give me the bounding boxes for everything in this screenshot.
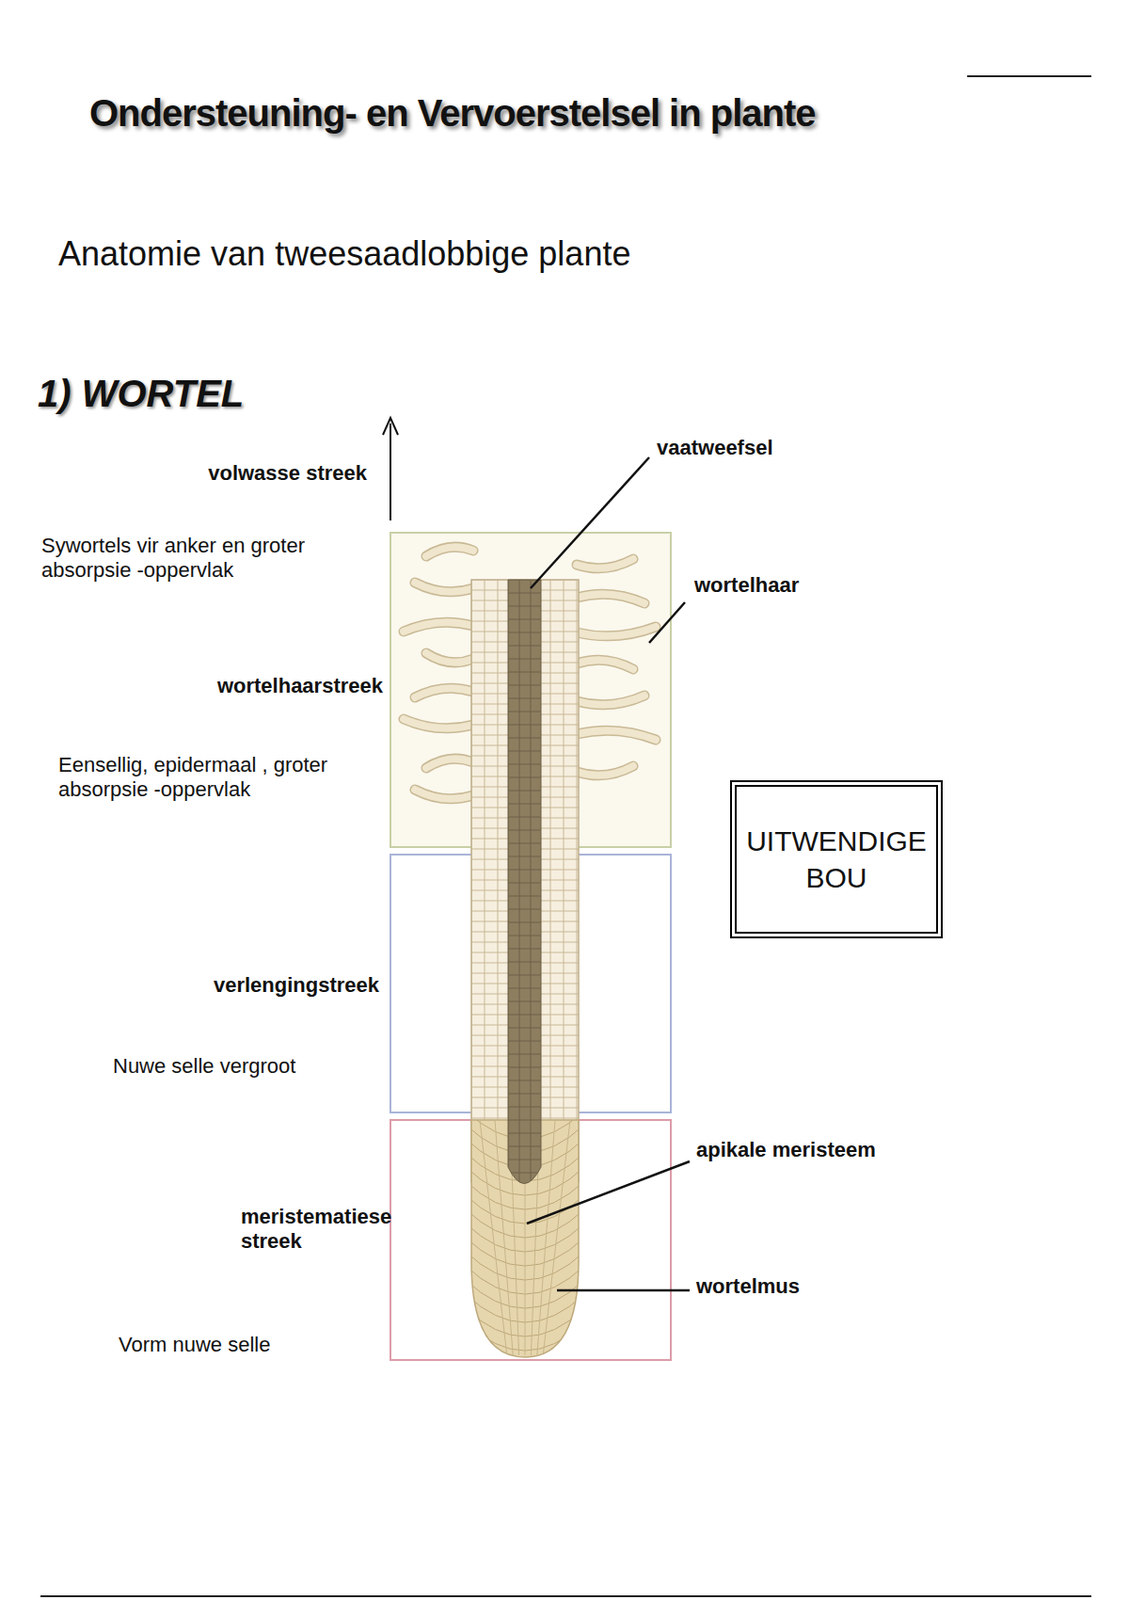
arrow-head — [382, 417, 398, 435]
root-hair — [403, 621, 474, 632]
leader-line — [556, 1288, 690, 1292]
rule-line — [40, 1594, 1092, 1597]
root-hair — [576, 695, 645, 705]
cell-wall — [479, 1119, 508, 1355]
root-hair — [414, 789, 474, 799]
part-label: apikale meristeem — [696, 1137, 876, 1162]
zone-label: wortelhaarstreek — [217, 673, 383, 699]
root-hair — [414, 789, 474, 799]
root-hair — [403, 718, 474, 729]
boxed-heading: UITWENDIGE BOU — [730, 779, 943, 939]
vascular-tissue — [508, 579, 541, 1184]
zone-note: Sywortels vir anker en groter absorpsie … — [41, 533, 382, 584]
root-hair — [576, 765, 634, 776]
zone-note: Nuwe selle vergroot — [112, 1053, 296, 1079]
root-hair — [403, 621, 474, 632]
leader-line — [526, 1160, 690, 1224]
root-hair — [576, 593, 645, 604]
root-hair — [576, 765, 634, 776]
root-hair — [576, 558, 634, 569]
box-text: UITWENDIGE BOU — [736, 822, 937, 896]
leader-line — [649, 602, 685, 643]
root-hair — [576, 626, 656, 637]
root-hair — [426, 652, 474, 663]
root-hair — [576, 730, 656, 740]
root-hair — [414, 582, 474, 592]
root-hair — [414, 687, 474, 698]
zone-note: Vorm nuwe selle — [118, 1332, 271, 1357]
zone-label: verlengingstreek — [213, 972, 380, 998]
root-hair — [576, 730, 656, 740]
leader-line — [530, 457, 650, 589]
root-hair — [426, 758, 474, 768]
root-hair — [576, 659, 634, 669]
root-hair — [576, 626, 656, 637]
root-hair — [576, 659, 634, 669]
section-heading: 1) WORTEL — [37, 370, 244, 416]
subtitle: Anatomie van tweesaadlobbige plante — [58, 233, 631, 274]
arrow-line — [389, 423, 392, 521]
root-hair — [414, 687, 474, 698]
zone-label: volwasse streek — [207, 461, 367, 486]
root-hair — [403, 718, 474, 729]
page-title: Ondersteuning- en Vervoerstelsel in plan… — [89, 90, 816, 136]
root-hair — [576, 558, 634, 569]
zone-label: meristematiese streek — [240, 1204, 382, 1255]
part-label: wortelmus — [696, 1273, 800, 1299]
part-label: vaatweefsel — [656, 435, 774, 461]
root-hair — [426, 546, 474, 557]
root-hair — [426, 546, 474, 557]
root-hair — [576, 695, 645, 705]
rule-line — [967, 75, 1092, 78]
root-hair — [576, 593, 645, 604]
root-hair — [414, 582, 474, 592]
part-label: wortelhaar — [694, 572, 799, 598]
cell-wall — [542, 1119, 571, 1355]
root-hair — [426, 758, 474, 768]
zone-note: Eensellig, epidermaal , groter absorpsie… — [58, 752, 382, 803]
root-hair — [426, 652, 474, 663]
